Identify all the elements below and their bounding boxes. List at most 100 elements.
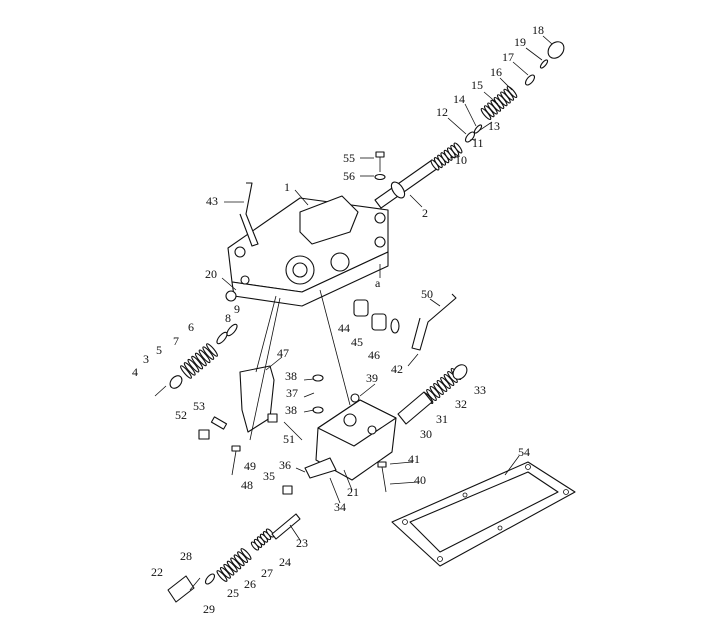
callout-15: 15 [471, 78, 483, 92]
callout-5: 5 [156, 343, 162, 357]
cap-22 [167, 575, 195, 603]
valve-body-21 [304, 399, 397, 481]
spring-coil [191, 355, 204, 370]
callout-9: 9 [234, 302, 240, 316]
callout-27: 27 [261, 566, 273, 580]
cap-33 [452, 364, 468, 380]
spring-coil [433, 382, 444, 396]
spring-coil [436, 379, 448, 393]
spool-23 [271, 513, 301, 540]
lever-43 [239, 182, 259, 247]
callout-38b: 38 [285, 403, 297, 417]
callout-6: 6 [188, 320, 194, 334]
bolt-48 [231, 445, 241, 476]
spring-coil [506, 85, 518, 99]
spring-coil [183, 362, 196, 376]
callout-45: 45 [351, 335, 363, 349]
callout-52: 52 [175, 408, 187, 422]
shaft-2 [374, 159, 439, 209]
spring-coil [240, 548, 252, 560]
callout-23: 23 [296, 536, 308, 550]
callout-33: 33 [474, 383, 486, 397]
bushing-44 [353, 299, 369, 317]
callout-49: 49 [244, 459, 256, 473]
spring-coil [226, 560, 238, 573]
callout-17: 17 [502, 50, 514, 64]
callout-1: 1 [284, 180, 290, 194]
callout-11: 11 [472, 136, 484, 150]
callout-37: 37 [286, 386, 298, 400]
callout-28: 28 [180, 549, 192, 563]
callout-42: 42 [391, 362, 403, 376]
callout-48: 48 [241, 478, 253, 492]
spring-coil [233, 554, 245, 567]
spring-26 [216, 548, 252, 582]
spring-coil [453, 142, 463, 154]
spring-coil [206, 343, 218, 357]
callout-20: 20 [205, 267, 217, 281]
callout-35: 35 [263, 469, 275, 483]
callout-47: 47 [277, 346, 289, 360]
spring-coil [440, 376, 451, 390]
callout-10: 10 [455, 153, 467, 167]
callout-56: 56 [343, 169, 355, 183]
callout-16: 16 [490, 65, 502, 79]
callout-24: 24 [279, 555, 291, 569]
callout-14: 14 [453, 92, 465, 106]
sleeve-30 [397, 391, 433, 425]
bolt-55 [374, 151, 386, 181]
spring-coil [216, 570, 228, 582]
gasket-54 [391, 461, 576, 567]
callout-36: 36 [279, 458, 291, 472]
callout-41: 41 [408, 452, 420, 466]
callout-43: 43 [206, 194, 218, 208]
spring-coil [180, 365, 192, 379]
callout-40: 40 [414, 473, 426, 487]
callout-13: 13 [488, 119, 500, 133]
callout-39: 39 [366, 371, 378, 385]
callout-22: 22 [151, 565, 163, 579]
callout-21: 21 [347, 485, 359, 499]
callout-38a: 38 [285, 369, 297, 383]
callout-32: 32 [455, 397, 467, 411]
callout-26: 26 [244, 577, 256, 591]
callout-29: 29 [203, 602, 215, 616]
spring-coil [219, 566, 231, 579]
callout-3: 3 [143, 352, 149, 366]
callout-31: 31 [436, 412, 448, 426]
spring-coil [237, 551, 249, 564]
callout-54: 54 [518, 445, 530, 459]
callout-25: 25 [227, 586, 239, 600]
callout-34: 34 [334, 500, 346, 514]
callout-19: 19 [514, 35, 526, 49]
o-rings [169, 41, 565, 585]
callout-46: 46 [368, 348, 380, 362]
nuts [154, 290, 293, 591]
callout-8: 8 [225, 311, 231, 325]
spring-7 [180, 343, 218, 379]
spring-coil [187, 358, 200, 373]
spring-10 [430, 142, 463, 171]
lever-42 [411, 293, 457, 351]
spring-coil [194, 352, 207, 367]
spring-coil [230, 557, 242, 570]
callout-12: 12 [436, 105, 448, 119]
spring-coil [426, 388, 437, 402]
callout-55: 55 [343, 151, 355, 165]
spring-coil [198, 349, 211, 364]
callout-18: 18 [532, 23, 544, 37]
bushing-45 [371, 313, 387, 331]
callout-7: 7 [173, 334, 179, 348]
callout-50: 50 [421, 287, 433, 301]
housing-1 [227, 195, 389, 307]
spring-coil [265, 528, 275, 538]
spring-coil [223, 563, 235, 576]
leader-lines [221, 35, 553, 541]
callout-4: 4 [132, 365, 138, 379]
callout-2: 2 [422, 206, 428, 220]
callout-30: 30 [420, 427, 432, 441]
callout-51: 51 [283, 432, 295, 446]
callout-44: 44 [338, 321, 350, 335]
spring-15 [480, 85, 518, 121]
